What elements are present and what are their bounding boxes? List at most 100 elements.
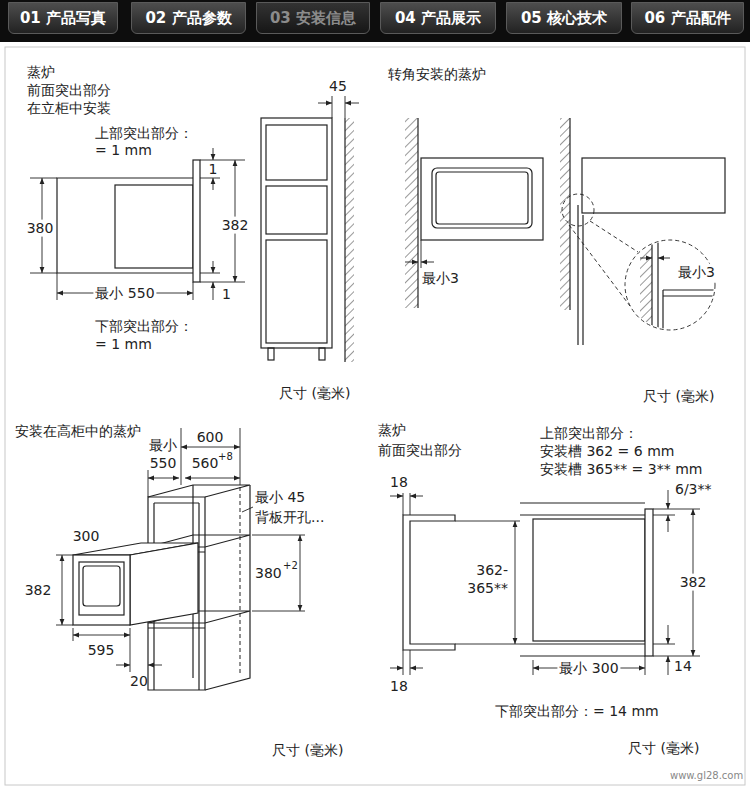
dimension-line: [148, 478, 179, 479]
oven-front-view: [421, 158, 543, 240]
note-text: = 1 mm: [95, 336, 152, 353]
dimension-line: [148, 428, 240, 497]
dimension-line: [421, 262, 434, 263]
dimension-line: [116, 665, 130, 666]
back-panel-opening: [240, 487, 241, 676]
oven-side-view: [582, 158, 725, 213]
dimension-label: 最小 300: [557, 660, 620, 677]
oven-front-view: [421, 158, 543, 240]
dimension-label: 最小3: [676, 264, 717, 281]
detail-callout: [562, 194, 594, 226]
tall-cabinet: [268, 348, 274, 360]
oven-3d: [73, 555, 130, 625]
note-text: 背板开孔...: [255, 509, 324, 526]
unit-caption: 尺寸 (毫米): [643, 388, 714, 405]
note-text: 上部突出部分：: [540, 425, 638, 442]
heading-text: 蒸炉: [378, 422, 406, 439]
dimension-line: [668, 625, 669, 644]
dimension-label: 1: [222, 286, 231, 303]
heading-text: 前面突出部分: [27, 82, 111, 99]
oven-3d: [130, 543, 198, 625]
dimension-label: 14: [674, 658, 692, 675]
dimension-label: 365**: [467, 580, 508, 597]
dimension-line: [73, 628, 130, 672]
niche-profile: [403, 515, 455, 650]
dimension-line: [30, 96, 359, 300]
wall-section: [560, 118, 570, 310]
detail-callout: [569, 221, 638, 306]
tall-cabinet: [261, 118, 332, 360]
unit-caption: 尺寸 (毫米): [272, 742, 343, 759]
dimension-line: [252, 535, 305, 611]
dimension-label: 600: [197, 429, 224, 446]
niche-section: [57, 178, 193, 273]
dimension-line: [213, 148, 214, 160]
back-panel-opening: [240, 487, 241, 676]
dimension-line: [56, 555, 73, 625]
oven-side-view: [578, 158, 725, 345]
dimension-tolerance: +2: [283, 560, 298, 572]
dimension-line: [332, 96, 345, 118]
note-text: 安装槽 365** = 3** mm: [540, 461, 702, 478]
dimension-line: [213, 178, 214, 190]
dimension-tolerance: +8: [218, 451, 233, 463]
tall-cabinet: [148, 485, 250, 497]
dimension-line: [390, 668, 403, 669]
wall-section: [417, 118, 418, 308]
dimension-label: 最小3: [422, 270, 459, 287]
dimension-line: [73, 635, 130, 636]
heading-text: 在立柜中安装: [27, 100, 111, 117]
nav-tab: 02 产品参数: [131, 2, 246, 34]
dimension-label: 18: [390, 678, 408, 695]
niche-side-view: [645, 509, 653, 656]
dimension-label: 300: [73, 528, 100, 545]
detail-content: [652, 230, 720, 340]
tab-label: 03 安装信息: [270, 9, 356, 28]
wall-section: [405, 118, 418, 308]
dimension-label: 6/3**: [675, 481, 712, 498]
dimension-line: [405, 240, 670, 268]
note-text: 安装槽 362 = 6 mm: [540, 443, 674, 460]
oven-front-view: [436, 172, 528, 224]
dimension-line: [658, 258, 670, 259]
detail-content: [640, 230, 652, 340]
dimension-line: [213, 282, 214, 300]
dimension-line: [390, 490, 700, 675]
tall-cabinet: [266, 125, 327, 180]
heading-text: 蒸炉: [27, 64, 55, 81]
oven-3d: [79, 562, 124, 615]
dimension-line: [668, 515, 669, 532]
wall-section: [569, 118, 570, 310]
watermark-text: www.gl28.com: [670, 770, 743, 782]
niche-side-view: [533, 519, 645, 641]
dimension-line: [213, 261, 214, 273]
niche-section: [115, 185, 193, 268]
niche-side-view: [520, 503, 653, 656]
oven-3d: [83, 566, 120, 606]
dimension-line: [668, 490, 669, 509]
dimension-line: [410, 496, 423, 497]
dimension-line: [300, 535, 301, 611]
wall-section: [405, 118, 570, 310]
nav-tab: 03 安装信息: [256, 2, 370, 34]
unit-caption: 尺寸 (毫米): [279, 385, 350, 402]
dimension-label: 380: [255, 565, 282, 582]
wall-section: [345, 118, 354, 362]
detail-callout: [625, 240, 715, 330]
nav-tab: 04 产品展示: [380, 2, 496, 34]
dimension-label: 45: [329, 78, 347, 95]
tall-cabinet: [266, 186, 327, 234]
dimension-line: [421, 240, 422, 268]
note-text: 最小 45: [255, 489, 305, 506]
content-frame: [5, 47, 745, 785]
dimension-line: [668, 656, 669, 675]
dimension-label: 1: [209, 161, 218, 178]
tall-cabinet: [319, 348, 325, 360]
dimension-line: [242, 507, 253, 512]
dimension-line: [345, 103, 359, 104]
oven-3d: [73, 543, 198, 625]
dimension-line: [410, 668, 423, 669]
dimension-label: 382: [220, 217, 251, 234]
dimension-line: [403, 493, 410, 675]
